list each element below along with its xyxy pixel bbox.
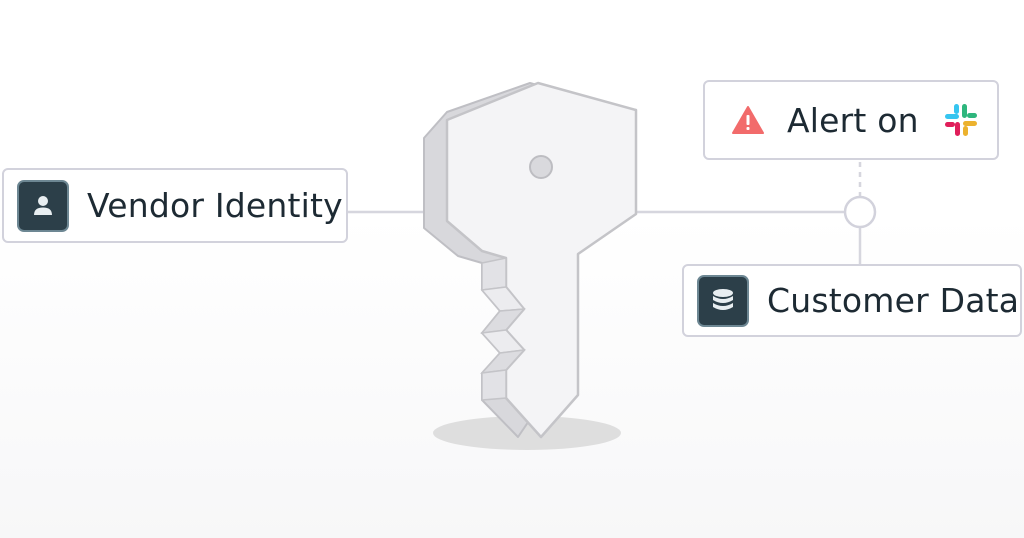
database-icon xyxy=(697,274,749,327)
alert-node: Alert on xyxy=(703,80,999,160)
warning-icon xyxy=(731,105,765,135)
customer-data-node: Customer Data xyxy=(682,264,1022,337)
alert-label: Alert on xyxy=(787,100,919,140)
key-shadow xyxy=(433,416,621,450)
vendor-identity-node: Vendor Identity xyxy=(2,168,348,243)
vendor-identity-label: Vendor Identity xyxy=(87,186,343,225)
key-icon xyxy=(423,81,638,439)
slack-logo-icon xyxy=(941,100,981,140)
customer-data-label: Customer Data xyxy=(767,281,1020,320)
junction-node xyxy=(843,195,877,229)
user-icon xyxy=(17,179,69,232)
